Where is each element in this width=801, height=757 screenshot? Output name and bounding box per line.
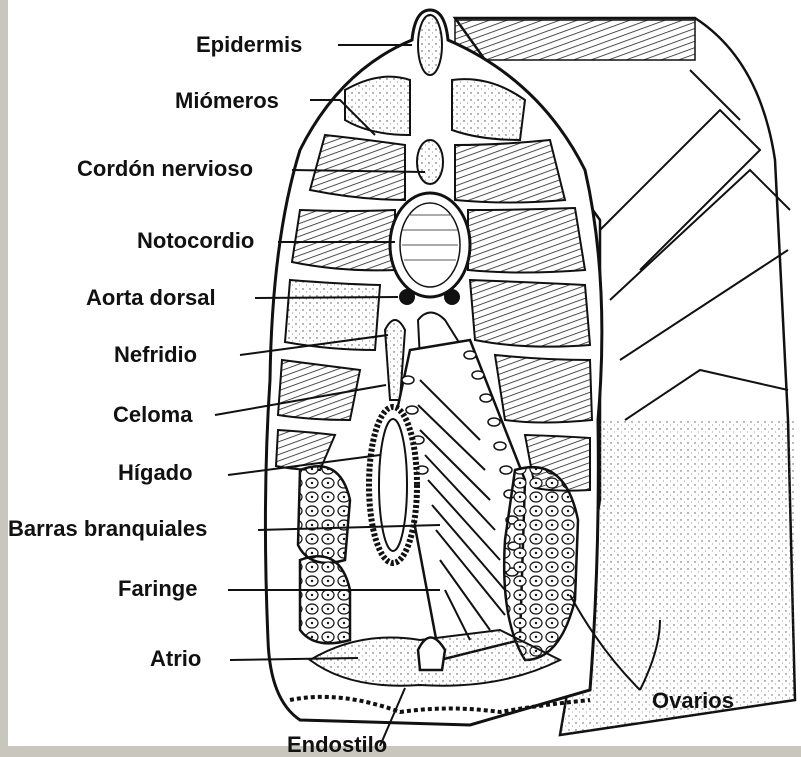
label-aorta-dorsal: Aorta dorsal — [86, 287, 216, 309]
label-higado: Hígado — [118, 462, 193, 484]
label-ovarios: Ovarios — [652, 690, 734, 712]
label-epidermis: Epidermis — [196, 34, 302, 56]
endostyle — [418, 638, 445, 671]
label-celoma: Celoma — [113, 404, 192, 426]
label-cordon-nervioso: Cordón nervioso — [77, 158, 253, 180]
dorsal-aorta-right — [444, 289, 460, 305]
nerve-cord — [417, 140, 443, 184]
liver — [369, 407, 417, 563]
label-atrio: Atrio — [150, 648, 201, 670]
label-barras-branquiales: Barras branquiales — [8, 518, 207, 540]
label-faringe: Faringe — [118, 578, 197, 600]
dorsal-aorta-left — [399, 289, 415, 305]
notochord — [390, 193, 470, 297]
left-gonads — [298, 466, 350, 643]
label-endostilo: Endostilo — [287, 734, 387, 756]
label-miomeros: Miómeros — [175, 90, 279, 112]
label-notocordio: Notocordio — [137, 230, 254, 252]
label-nefridio: Nefridio — [114, 344, 197, 366]
